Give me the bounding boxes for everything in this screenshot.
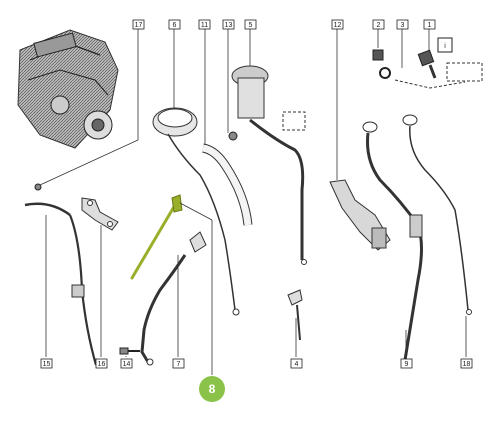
callout-7: 7 xyxy=(172,358,185,369)
svg-text:18: 18 xyxy=(463,361,471,368)
filler-cap-6 xyxy=(152,107,240,316)
filler-neck-5 xyxy=(231,65,307,265)
svg-text:17: 17 xyxy=(135,22,143,29)
svg-text:7: 7 xyxy=(177,361,181,368)
bolt-17 xyxy=(34,183,42,191)
guide-tube-9 xyxy=(362,121,423,361)
svg-text:6: 6 xyxy=(173,22,177,29)
callout-4: 4 xyxy=(290,358,303,369)
dipstick-18 xyxy=(402,114,472,315)
leader-lines xyxy=(39,27,467,375)
callout-1: 1 xyxy=(423,19,436,30)
dipstick-8-highlighted xyxy=(130,194,183,280)
callout-15: 15 xyxy=(40,358,53,369)
callout-9: 9 xyxy=(400,358,413,369)
bolt-14 xyxy=(119,347,140,355)
svg-text:8: 8 xyxy=(209,382,216,396)
svg-text:14: 14 xyxy=(123,361,131,368)
callout-16: 16 xyxy=(95,358,108,369)
svg-text:12: 12 xyxy=(334,22,342,29)
washer-3 xyxy=(379,67,391,79)
bolt-13 xyxy=(228,131,238,141)
callout-5: 5 xyxy=(244,19,257,30)
bracket-16 xyxy=(81,197,119,231)
svg-text:9: 9 xyxy=(405,361,409,368)
guide-tube-15 xyxy=(24,202,98,366)
callout-3: 3 xyxy=(396,19,409,30)
svg-text:15: 15 xyxy=(43,361,51,368)
engine-block-illustration xyxy=(17,29,119,149)
svg-text:11: 11 xyxy=(201,22,208,29)
svg-text:1: 1 xyxy=(428,22,432,29)
hose-11 xyxy=(201,143,253,226)
callout-2: 2 xyxy=(372,19,385,30)
svg-text:3: 3 xyxy=(401,22,405,29)
svg-text:i: i xyxy=(444,43,446,50)
nut-2 xyxy=(372,49,384,61)
guide-tube-7 xyxy=(140,231,207,366)
svg-text:13: 13 xyxy=(225,22,233,29)
svg-text:16: 16 xyxy=(98,361,106,368)
svg-text:5: 5 xyxy=(249,22,253,29)
bracket-12 xyxy=(329,179,391,251)
svg-text:4: 4 xyxy=(295,361,299,368)
callout-11: 11 xyxy=(198,19,211,30)
callout-18: 18 xyxy=(460,358,473,369)
sensor-1: i xyxy=(417,37,483,82)
svg-text:2: 2 xyxy=(377,22,381,29)
callout-13: 13 xyxy=(222,19,235,30)
callout-12: 12 xyxy=(331,19,344,30)
dipstick-4 xyxy=(287,289,303,341)
callout-8-highlight[interactable]: 8 xyxy=(199,376,225,402)
callout-17: 17 xyxy=(132,19,145,30)
callout-14: 14 xyxy=(120,358,133,369)
callout-6: 6 xyxy=(168,19,181,30)
